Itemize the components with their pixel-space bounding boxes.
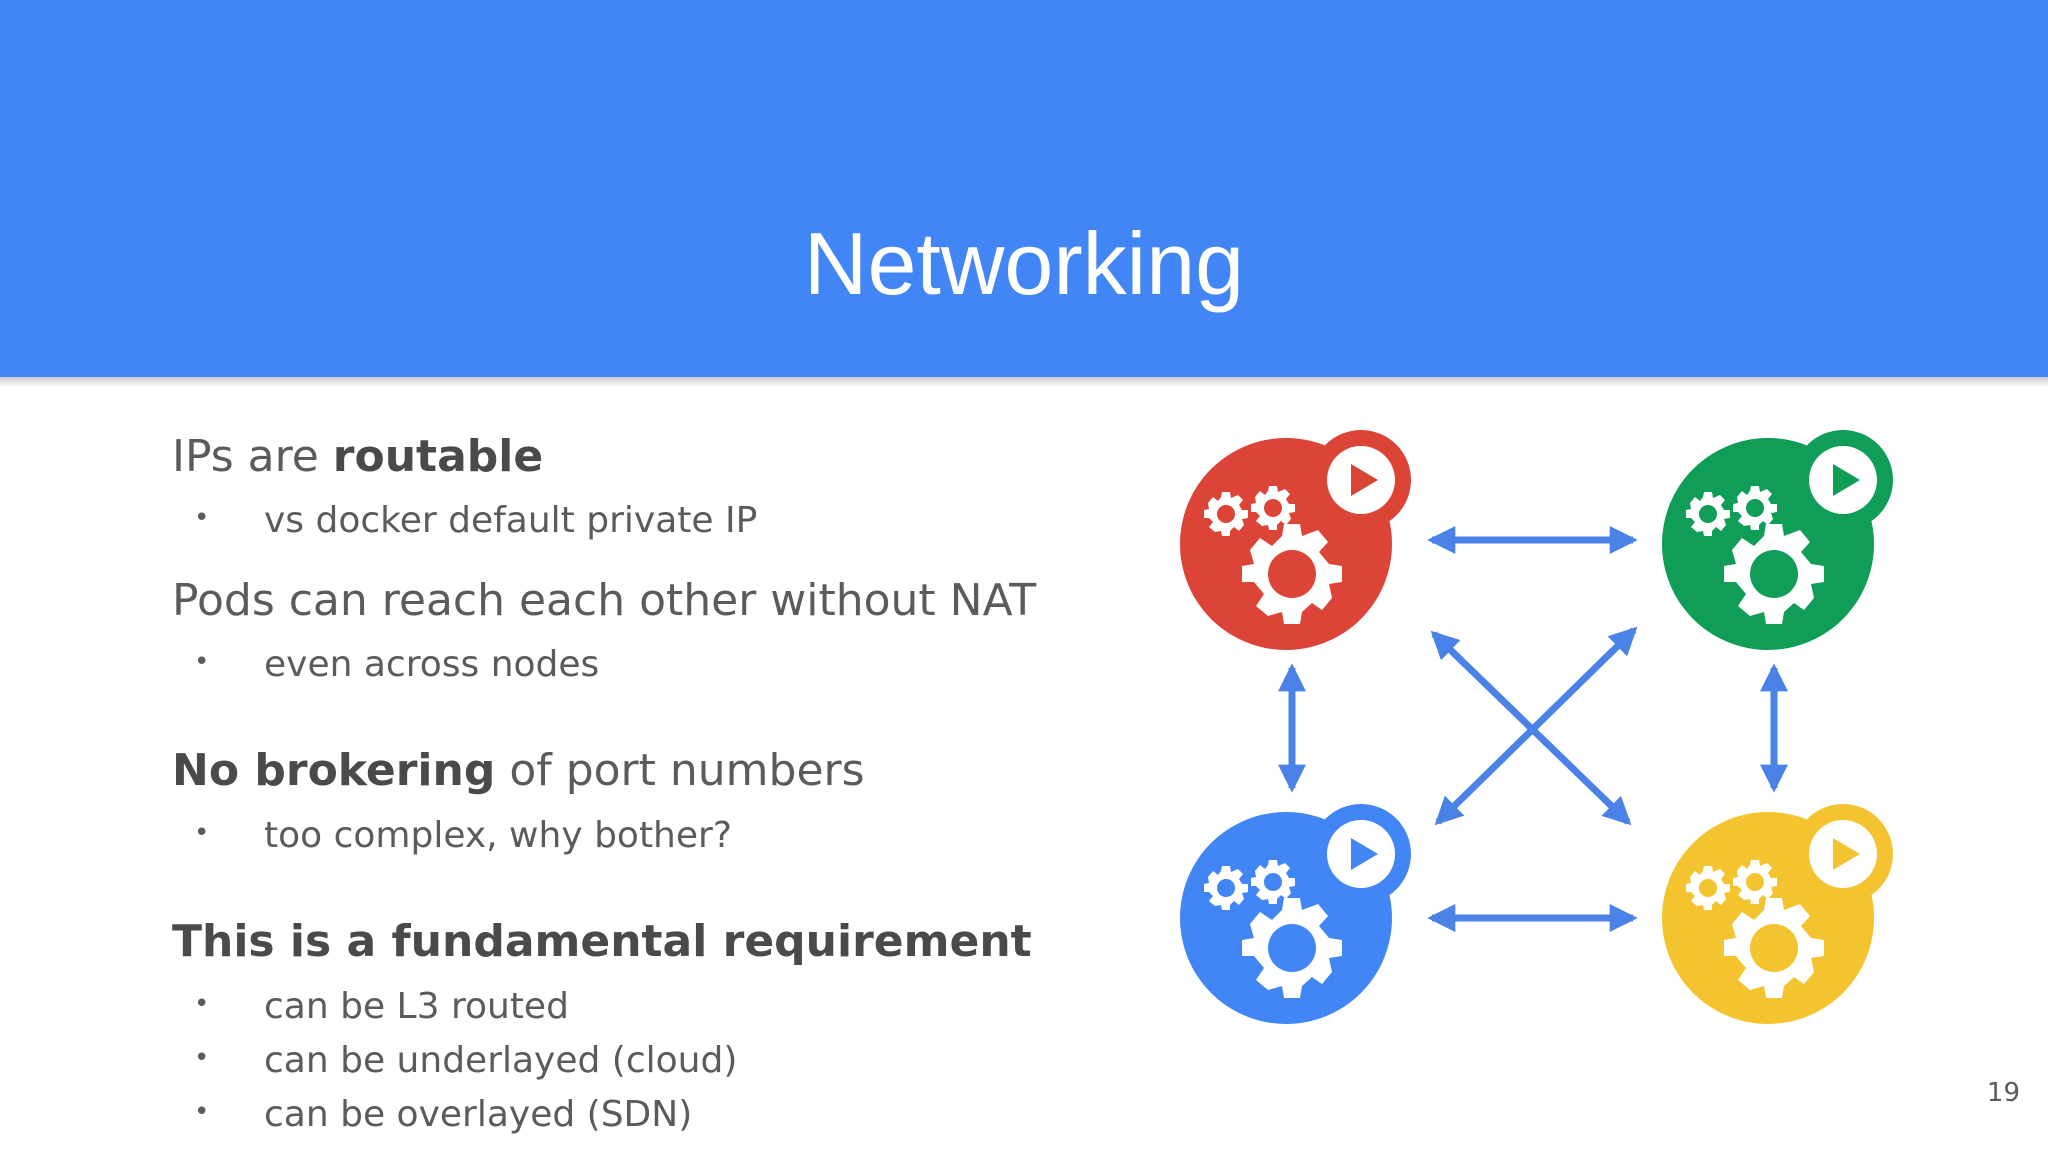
point-text: IPs are [172,431,333,482]
point-pods-reach: Pods can reach each other without NAT [172,574,1036,628]
subpoint-text: can be overlayed (SDN) [264,1094,693,1135]
slide-title: Networking [803,214,1245,313]
subpoint: • even across nodes [194,640,599,687]
subpoint-text: vs docker default private IP [264,500,758,541]
bullet-icon: • [194,1097,210,1127]
pod-green [1662,430,1893,650]
subpoint: • can be overlayed (SDN) [194,1090,692,1137]
bullet-icon: • [194,647,210,677]
subpoint-text: can be underlayed (cloud) [264,1040,738,1081]
pod-yellow [1662,804,1893,1024]
page-number: 19 [1986,1078,2020,1108]
subpoint-text: too complex, why bother? [264,815,732,856]
pod-network-diagram [1180,430,1893,1024]
bullet-icon: • [194,1043,210,1073]
pod-blue [1180,804,1411,1024]
subpoint: • vs docker default private IP [194,496,757,543]
subpoint: • too complex, why bother? [194,811,732,858]
point-bold-text: routable [332,431,544,482]
point-text: Pods can reach each other without NAT [172,575,1037,626]
point-ips-routable: IPs are routable [172,430,543,484]
point-no-brokering: No brokering of port numbers [172,744,865,798]
point-bold-text: No brokering [172,745,496,796]
arrow-diagonal-up [1434,626,1638,826]
header-shadow [0,377,2048,387]
subpoint-text: can be L3 routed [264,986,569,1027]
subpoint: • can be L3 routed [194,982,569,1029]
bullet-icon: • [194,818,210,848]
bullet-icon: • [194,989,210,1019]
bullet-icon: • [194,503,210,533]
subpoint: • can be underlayed (cloud) [194,1036,737,1083]
point-bold-text: This is a fundamental requirement [172,916,1032,967]
pod-red [1180,430,1411,650]
point-text: of port numbers [495,745,865,796]
slide-header [0,0,2048,377]
point-fundamental-requirement: This is a fundamental requirement [172,915,1032,969]
subpoint-text: even across nodes [264,644,600,685]
